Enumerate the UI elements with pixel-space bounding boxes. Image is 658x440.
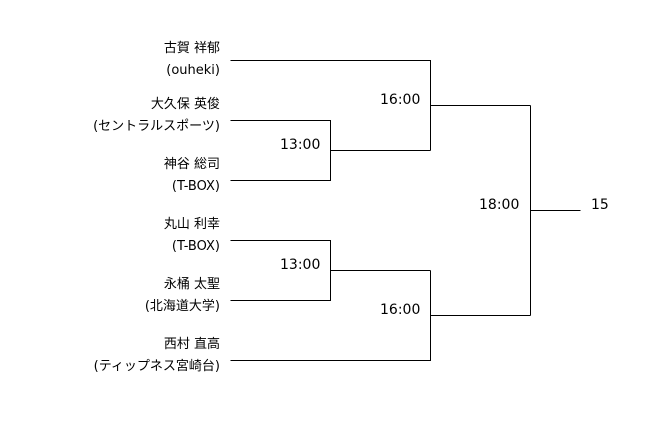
player-1: 古賀 祥郁 (ouheki) [164,38,220,82]
player-5: 永桶 太聖 (北海道大学) [145,274,220,318]
match-time-r1-top: 13:00 [280,137,321,153]
player-name: 大久保 英俊 [150,97,220,112]
match-time-final: 18:00 [479,197,520,213]
bracket-line-p6 [230,270,431,361]
match-time-r1-bottom: 13:00 [280,257,321,273]
player-affiliation: (T-BOX) [171,239,220,254]
player-6: 西村 直高 (ティップネス宮崎台) [94,334,220,378]
player-name: 神谷 総司 [163,157,220,172]
player-name: 永桶 太聖 [163,277,220,292]
player-name: 古賀 祥郁 [163,41,220,56]
bracket-line-r1-bottom [230,240,431,301]
player-affiliation: (北海道大学) [144,299,220,314]
bracket-line-final [530,105,581,316]
player-4: 丸山 利幸 (T-BOX) [164,214,220,258]
player-affiliation: (セントラルスポーツ) [93,119,220,134]
player-affiliation: (ouheki) [166,63,220,78]
player-name: 丸山 利幸 [163,217,220,232]
final-result: 15 [591,197,609,213]
match-time-semi-top: 16:00 [380,92,421,108]
player-affiliation: (T-BOX) [171,179,220,194]
player-2: 大久保 英俊 (セントラルスポーツ) [93,94,220,138]
bracket-line-p1 [230,60,431,151]
player-affiliation: (ティップネス宮崎台) [93,359,220,374]
player-3: 神谷 総司 (T-BOX) [164,154,220,198]
bracket-line-r1-top [230,120,431,181]
match-time-semi-bottom: 16:00 [380,302,421,318]
player-name: 西村 直高 [163,337,220,352]
